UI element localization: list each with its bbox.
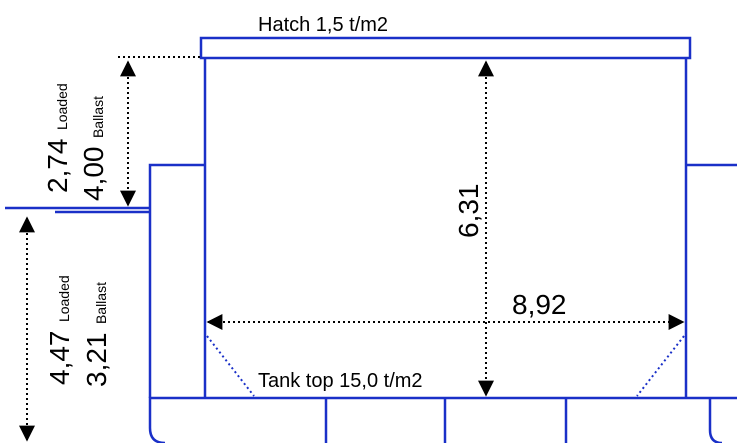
width-dimension-label: 8,92	[512, 289, 567, 320]
upper-ballast-value: 4,00	[78, 147, 109, 202]
hopper-slope-left	[206, 335, 255, 397]
svg-text:4,00 Ballast: 4,00 Ballast	[78, 96, 109, 201]
upper-ballast-tag: Ballast	[90, 96, 106, 138]
svg-text:3,21 Ballast: 3,21 Ballast	[81, 282, 112, 387]
lower-ballast-tag: Ballast	[93, 282, 109, 324]
lower-ballast-group: 3,21 Ballast	[81, 282, 112, 387]
tank-top-label: Tank top 15,0 t/m2	[258, 370, 423, 392]
lower-loaded-tag: Loaded	[56, 275, 72, 322]
hatch-label: Hatch 1,5 t/m2	[258, 14, 388, 36]
lower-loaded-value: 4,47	[44, 331, 75, 386]
upper-loaded-group: 2,74 Loaded	[42, 83, 73, 193]
floor-corner-right	[708, 398, 723, 443]
upper-ballast-group: 4,00 Ballast	[78, 96, 109, 201]
hatch-cover	[199, 36, 692, 60]
double-bottom	[148, 396, 737, 443]
upper-loaded-value: 2,74	[42, 139, 73, 194]
hopper-slope-right	[636, 335, 685, 397]
svg-text:2,74 Loaded: 2,74 Loaded	[42, 83, 73, 193]
upper-loaded-tag: Loaded	[54, 83, 70, 130]
height-dimension-label: 6,31	[453, 184, 484, 239]
lower-ballast-value: 3,21	[81, 333, 112, 388]
lower-loaded-group: 4,47 Loaded	[44, 275, 75, 385]
svg-text:4,47 Loaded: 4,47 Loaded	[44, 275, 75, 385]
left-side-structure	[148, 163, 205, 398]
